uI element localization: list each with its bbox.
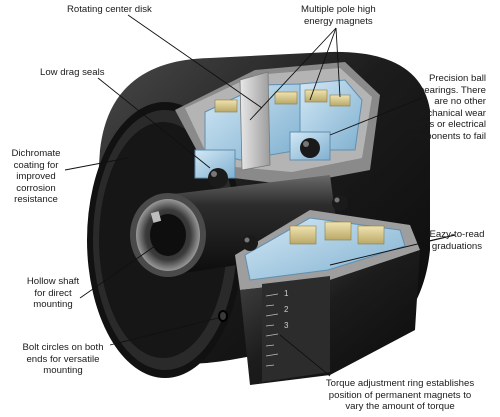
label-bolt-circles-line3: mounting: [43, 365, 83, 376]
scale-digit-1: 1: [284, 289, 289, 298]
label-hollow-shaft: Hollow shaft for direct mounting: [18, 276, 88, 311]
label-ball-bearings-line3: are no other: [434, 96, 486, 107]
label-hollow-shaft-line2: for direct: [34, 287, 72, 299]
label-low-drag-seals-line1: Low drag seals: [40, 67, 105, 78]
label-hollow-shaft-line1: Hollow shaft: [26, 276, 80, 287]
label-rotating-center-disk: Rotating center disk: [67, 4, 152, 16]
label-graduations-line1: Eazy-to-read: [429, 229, 485, 240]
lower-cutaway: [235, 195, 420, 385]
scale-digit-2: 2: [284, 305, 289, 314]
label-bolt-circles: Bolt circles on both ends for versatile …: [8, 342, 118, 377]
label-graduations: Eazy-to-read graduations: [420, 229, 494, 252]
label-hollow-shaft-line3: mounting: [33, 299, 73, 310]
label-ball-bearings-line5: parts or electrical: [412, 119, 486, 130]
bolt-hole: [218, 310, 228, 322]
label-ball-bearings-line2: bearings. There: [418, 84, 486, 96]
label-magnets-line2: energy magnets: [303, 15, 373, 27]
label-coating-line4: corrosion: [16, 182, 56, 194]
label-coating-line5: resistance: [14, 194, 58, 205]
label-ball-bearings: Precision ball bearings. There are no ot…: [404, 73, 486, 142]
label-torque-ring-line1: Torque adjustment ring establishes: [325, 378, 475, 389]
label-coating-line2: coating for: [13, 159, 59, 171]
label-ball-bearings-line1: Precision ball: [428, 73, 486, 84]
label-torque-ring-line2: position of permanent magnets to: [328, 389, 472, 401]
label-low-drag-seals: Low drag seals: [40, 67, 105, 79]
label-torque-ring: Torque adjustment ring establishes posit…: [314, 378, 486, 413]
label-bolt-circles-line1: Bolt circles on both: [22, 342, 104, 353]
label-magnets: Multiple pole high energy magnets: [301, 4, 376, 27]
label-ball-bearings-line4: mechanical wear: [414, 107, 486, 119]
label-ball-bearings-line6: components to fail: [408, 130, 486, 142]
label-coating-line3: improved: [16, 171, 56, 182]
label-coating-line1: Dichromate: [11, 148, 61, 159]
label-bolt-circles-line2: ends for versatile: [26, 353, 100, 365]
label-rotating-center-disk-line1: Rotating center disk: [67, 4, 152, 15]
scale-digit-3: 3: [284, 321, 289, 330]
label-dichromate-coating: Dichromate coating for improved corrosio…: [4, 148, 68, 206]
upper-cutaway: [175, 62, 380, 188]
label-graduations-line2: graduations: [431, 240, 483, 252]
label-torque-ring-line3: vary the amount of torque: [345, 401, 455, 412]
leader-lines: [64, 14, 456, 377]
label-magnets-line1: Multiple pole high: [301, 4, 376, 15]
